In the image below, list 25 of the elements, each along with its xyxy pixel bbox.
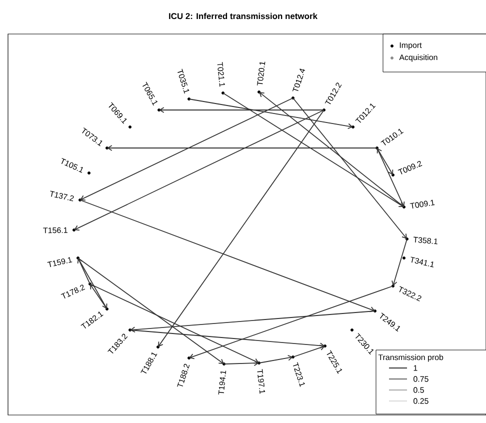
- arrow: [78, 258, 108, 309]
- arrow: [376, 148, 405, 207]
- arrow: [90, 284, 108, 310]
- arrow: [158, 110, 324, 347]
- arrow: [258, 354, 293, 364]
- arrow: [80, 98, 294, 201]
- arrow: [189, 286, 394, 360]
- title: ICU 2: Inferred transmission network: [169, 12, 318, 20]
- arrow: [222, 92, 404, 207]
- arrow: [188, 98, 353, 130]
- arrow: [376, 148, 394, 175]
- arrow: [159, 107, 324, 113]
- arrow: [292, 98, 407, 239]
- arrow: [130, 310, 376, 333]
- arrow: [224, 360, 259, 366]
- arrow: [90, 284, 259, 364]
- arrow: [292, 344, 325, 358]
- arrow: [130, 330, 325, 349]
- arrow: [77, 258, 90, 284]
- arrow: [78, 258, 224, 364]
- arrow: [80, 200, 375, 312]
- arrow: [392, 238, 408, 286]
- arrow: [259, 92, 404, 208]
- arrow: [74, 110, 324, 231]
- arrow: [107, 145, 378, 151]
